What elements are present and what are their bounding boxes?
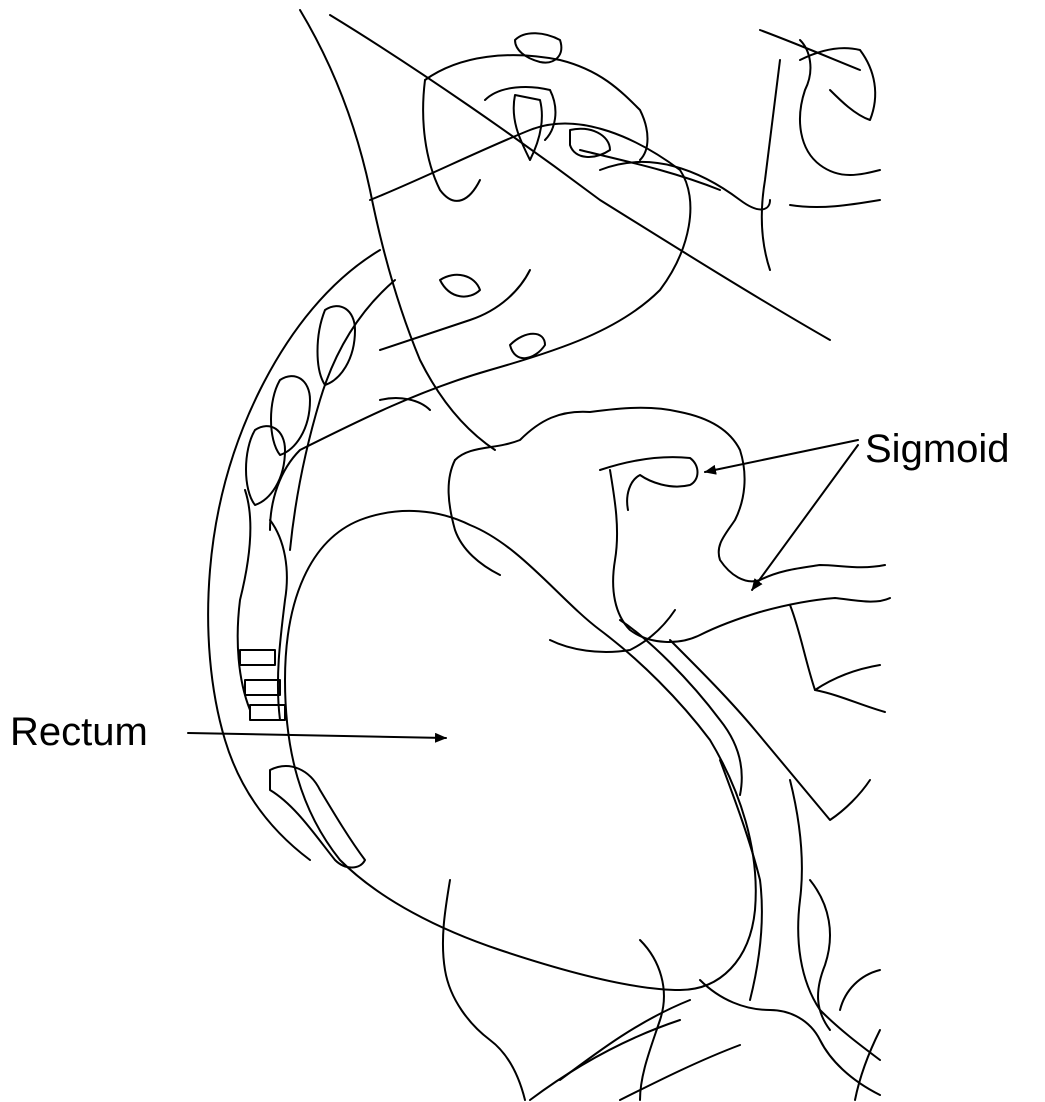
sigmoid-colon [449, 408, 890, 712]
rectum [285, 511, 756, 1100]
pelvis-outline [270, 10, 880, 530]
sacrum-outline [208, 250, 545, 868]
sigmoid-arrow-lower [752, 445, 858, 590]
lower-structures [530, 620, 880, 1100]
rectum-arrow [188, 733, 446, 738]
sigmoid-annotation: Sigmoid [705, 427, 1010, 590]
sigmoid-arrow-upper [705, 440, 858, 472]
sigmoid-label: Sigmoid [865, 427, 1010, 471]
rectum-label: Rectum [10, 710, 148, 754]
